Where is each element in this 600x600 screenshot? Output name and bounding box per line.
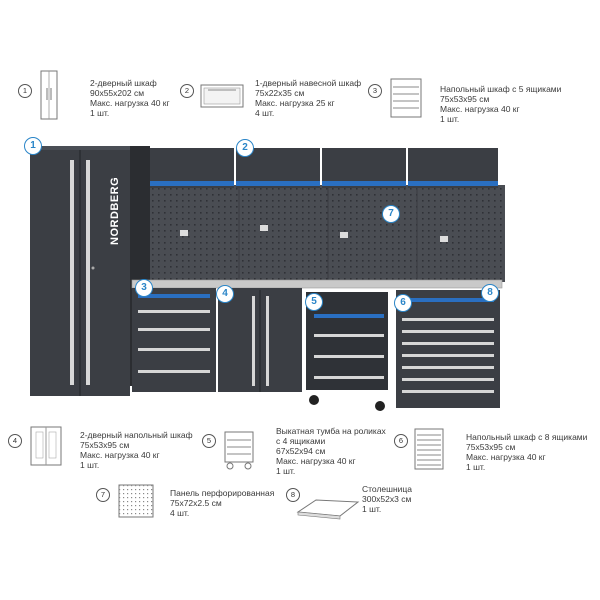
thumb-tall-cabinet (40, 70, 58, 120)
legend-number-2: 2 (180, 84, 194, 98)
badge-8: 8 (481, 284, 499, 302)
perforated-panels (150, 185, 505, 282)
legend-text-7: Панель перфорированная 75x72x2.5 см 4 шт… (170, 488, 275, 518)
thumb-perforated-panel (118, 484, 154, 518)
thumb-rolling-cabinet (224, 431, 254, 470)
legend-number-7: 7 (96, 488, 110, 502)
legend-number-3: 3 (368, 84, 382, 98)
legend-text-5: Выкатная тумба на роликах с 4 ящиками 67… (276, 426, 386, 476)
thumb-2-door-floor-cabinet (30, 426, 62, 466)
legend-text-1: 2-дверный шкаф 90x55x202 см Макс. нагруз… (90, 78, 170, 118)
thumb-worktop (296, 499, 360, 520)
badge-4: 4 (216, 285, 234, 303)
legend-text-2: 1-дверный навесной шкаф 75x22x35 см Макс… (255, 78, 362, 118)
two-door-floor-cabinet (218, 288, 302, 392)
thumb-8-drawer-cabinet (414, 428, 444, 470)
legend-text-4: 2-дверный напольный шкаф 75x53x95 см Мак… (80, 430, 193, 470)
badge-7: 7 (382, 205, 400, 223)
legend-number-5: 5 (202, 434, 216, 448)
legend-number-1: 1 (18, 84, 32, 98)
legend-number-8: 8 (286, 488, 300, 502)
legend-number-4: 4 (8, 434, 22, 448)
five-drawer-cabinet (132, 288, 216, 392)
tall-cabinet (30, 146, 150, 396)
badge-2: 2 (236, 139, 254, 157)
legend-text-6: Напольный шкаф с 8 ящиками 75x53x95 см М… (466, 432, 588, 472)
brand-logo: NORDBERG (109, 177, 121, 245)
legend-text-3: Напольный шкаф с 5 ящиками 75x53x95 см М… (440, 84, 562, 124)
badge-5: 5 (305, 293, 323, 311)
legend-text-8: Столешница 300x52x3 см 1 шт. (362, 484, 413, 514)
wall-cabinets (150, 148, 498, 188)
thumb-5-drawer-cabinet (390, 78, 422, 118)
badge-3: 3 (135, 279, 153, 297)
thumb-wall-cabinet (200, 84, 244, 108)
eight-drawer-cabinet (396, 290, 500, 408)
badge-6: 6 (394, 294, 412, 312)
worktop (131, 279, 503, 289)
legend-number-6: 6 (394, 434, 408, 448)
badge-1: 1 (24, 137, 42, 155)
